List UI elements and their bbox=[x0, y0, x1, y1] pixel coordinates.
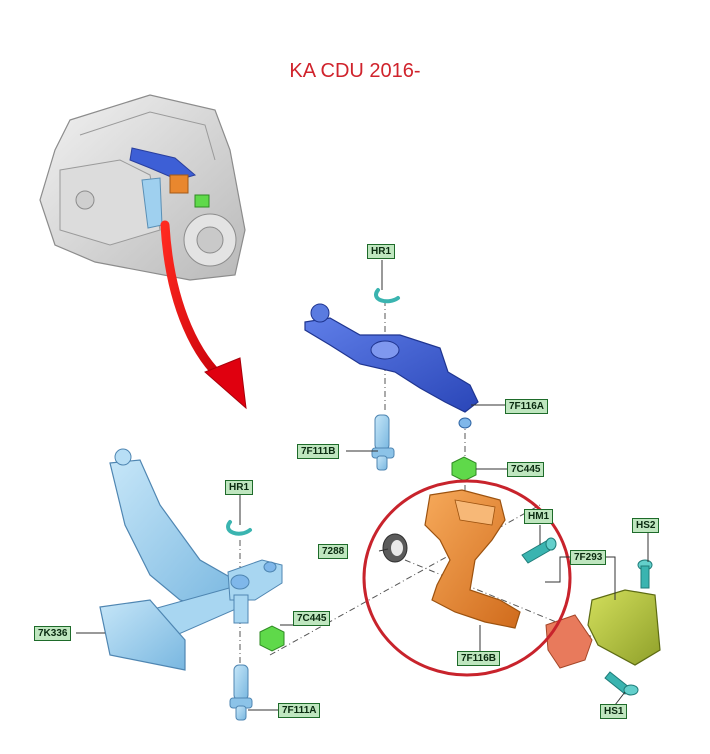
nut-7C445-top bbox=[451, 456, 477, 482]
label-7288: 7288 bbox=[318, 544, 349, 559]
label-7c445-top: 7C445 bbox=[507, 462, 545, 477]
label-hs2: HS2 bbox=[632, 518, 660, 533]
label-7k336: 7K336 bbox=[34, 626, 72, 641]
switch-7F293 bbox=[545, 589, 661, 669]
label-7f116b: 7F116B bbox=[457, 651, 501, 666]
nut-7C445-bottom bbox=[259, 625, 285, 652]
gearbox-thumbnail bbox=[39, 94, 246, 281]
label-7c445-bottom: 7C445 bbox=[293, 611, 331, 626]
pivot-pin-7F111A bbox=[229, 664, 253, 721]
red-arrow bbox=[160, 220, 247, 410]
highlight-circle bbox=[362, 479, 572, 677]
clutch-pedal-7K336 bbox=[99, 448, 283, 671]
label-hs1: HS1 bbox=[600, 704, 628, 719]
label-7f111b: 7F111B bbox=[297, 444, 340, 459]
label-hm1: HM1 bbox=[524, 509, 554, 524]
screw-HS1 bbox=[604, 671, 639, 696]
page-title: KA CDU 2016- bbox=[289, 60, 421, 82]
label-hr1-left: HR1 bbox=[225, 480, 254, 495]
label-hr1-top: HR1 bbox=[367, 244, 396, 259]
screw-HS2 bbox=[637, 559, 653, 589]
retaining-clip-left bbox=[226, 520, 252, 536]
leader-lines bbox=[76, 260, 649, 711]
clutch-arm-7F116A bbox=[304, 303, 479, 429]
retaining-clip-top bbox=[374, 288, 400, 304]
pivot-pin-7F111B bbox=[371, 414, 395, 471]
label-7f111a: 7F111A bbox=[278, 703, 321, 718]
bracket-7F116B bbox=[424, 489, 521, 629]
bolt-HM1 bbox=[521, 537, 557, 564]
label-7f116a: 7F116A bbox=[505, 399, 549, 414]
bushing-7288 bbox=[382, 533, 408, 563]
label-7f293: 7F293 bbox=[570, 550, 607, 565]
